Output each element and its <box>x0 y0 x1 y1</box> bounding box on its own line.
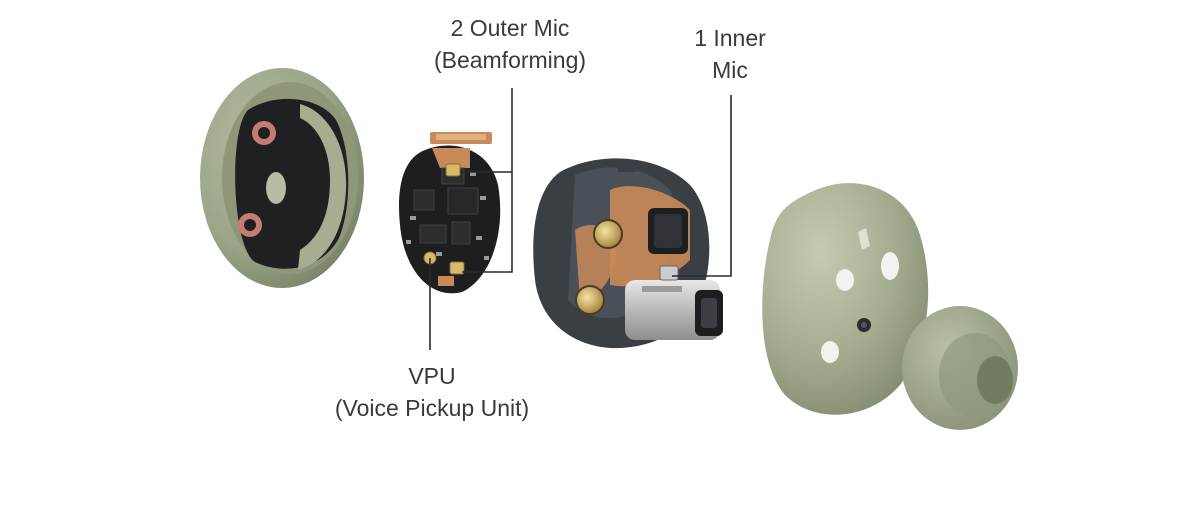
outer-mic-label-line2: (Beamforming) <box>433 47 587 73</box>
leader-lines <box>429 88 732 350</box>
earbud-body <box>762 183 929 415</box>
inner-mic-leader <box>672 95 732 277</box>
outer-mic-leader <box>462 88 513 273</box>
inner-mic-label-line1: 1 Inner <box>694 25 766 51</box>
vpu-label: VPU (Voice Pickup Unit) <box>300 360 564 424</box>
outer-mic-label-line1: 2 Outer Mic <box>450 15 570 41</box>
ear-tip <box>902 306 1018 430</box>
vpu-label-line2: (Voice Pickup Unit) <box>334 395 530 421</box>
outer-mic-label: 2 Outer Mic (Beamforming) <box>405 12 615 76</box>
vpu-label-line1: VPU <box>408 363 456 389</box>
inner-mic-label: 1 Inner Mic <box>655 22 805 86</box>
driver-module <box>533 158 723 349</box>
pcb-board <box>399 132 501 294</box>
inner-mic-label-line2: Mic <box>712 57 748 83</box>
back-shell <box>200 68 364 288</box>
